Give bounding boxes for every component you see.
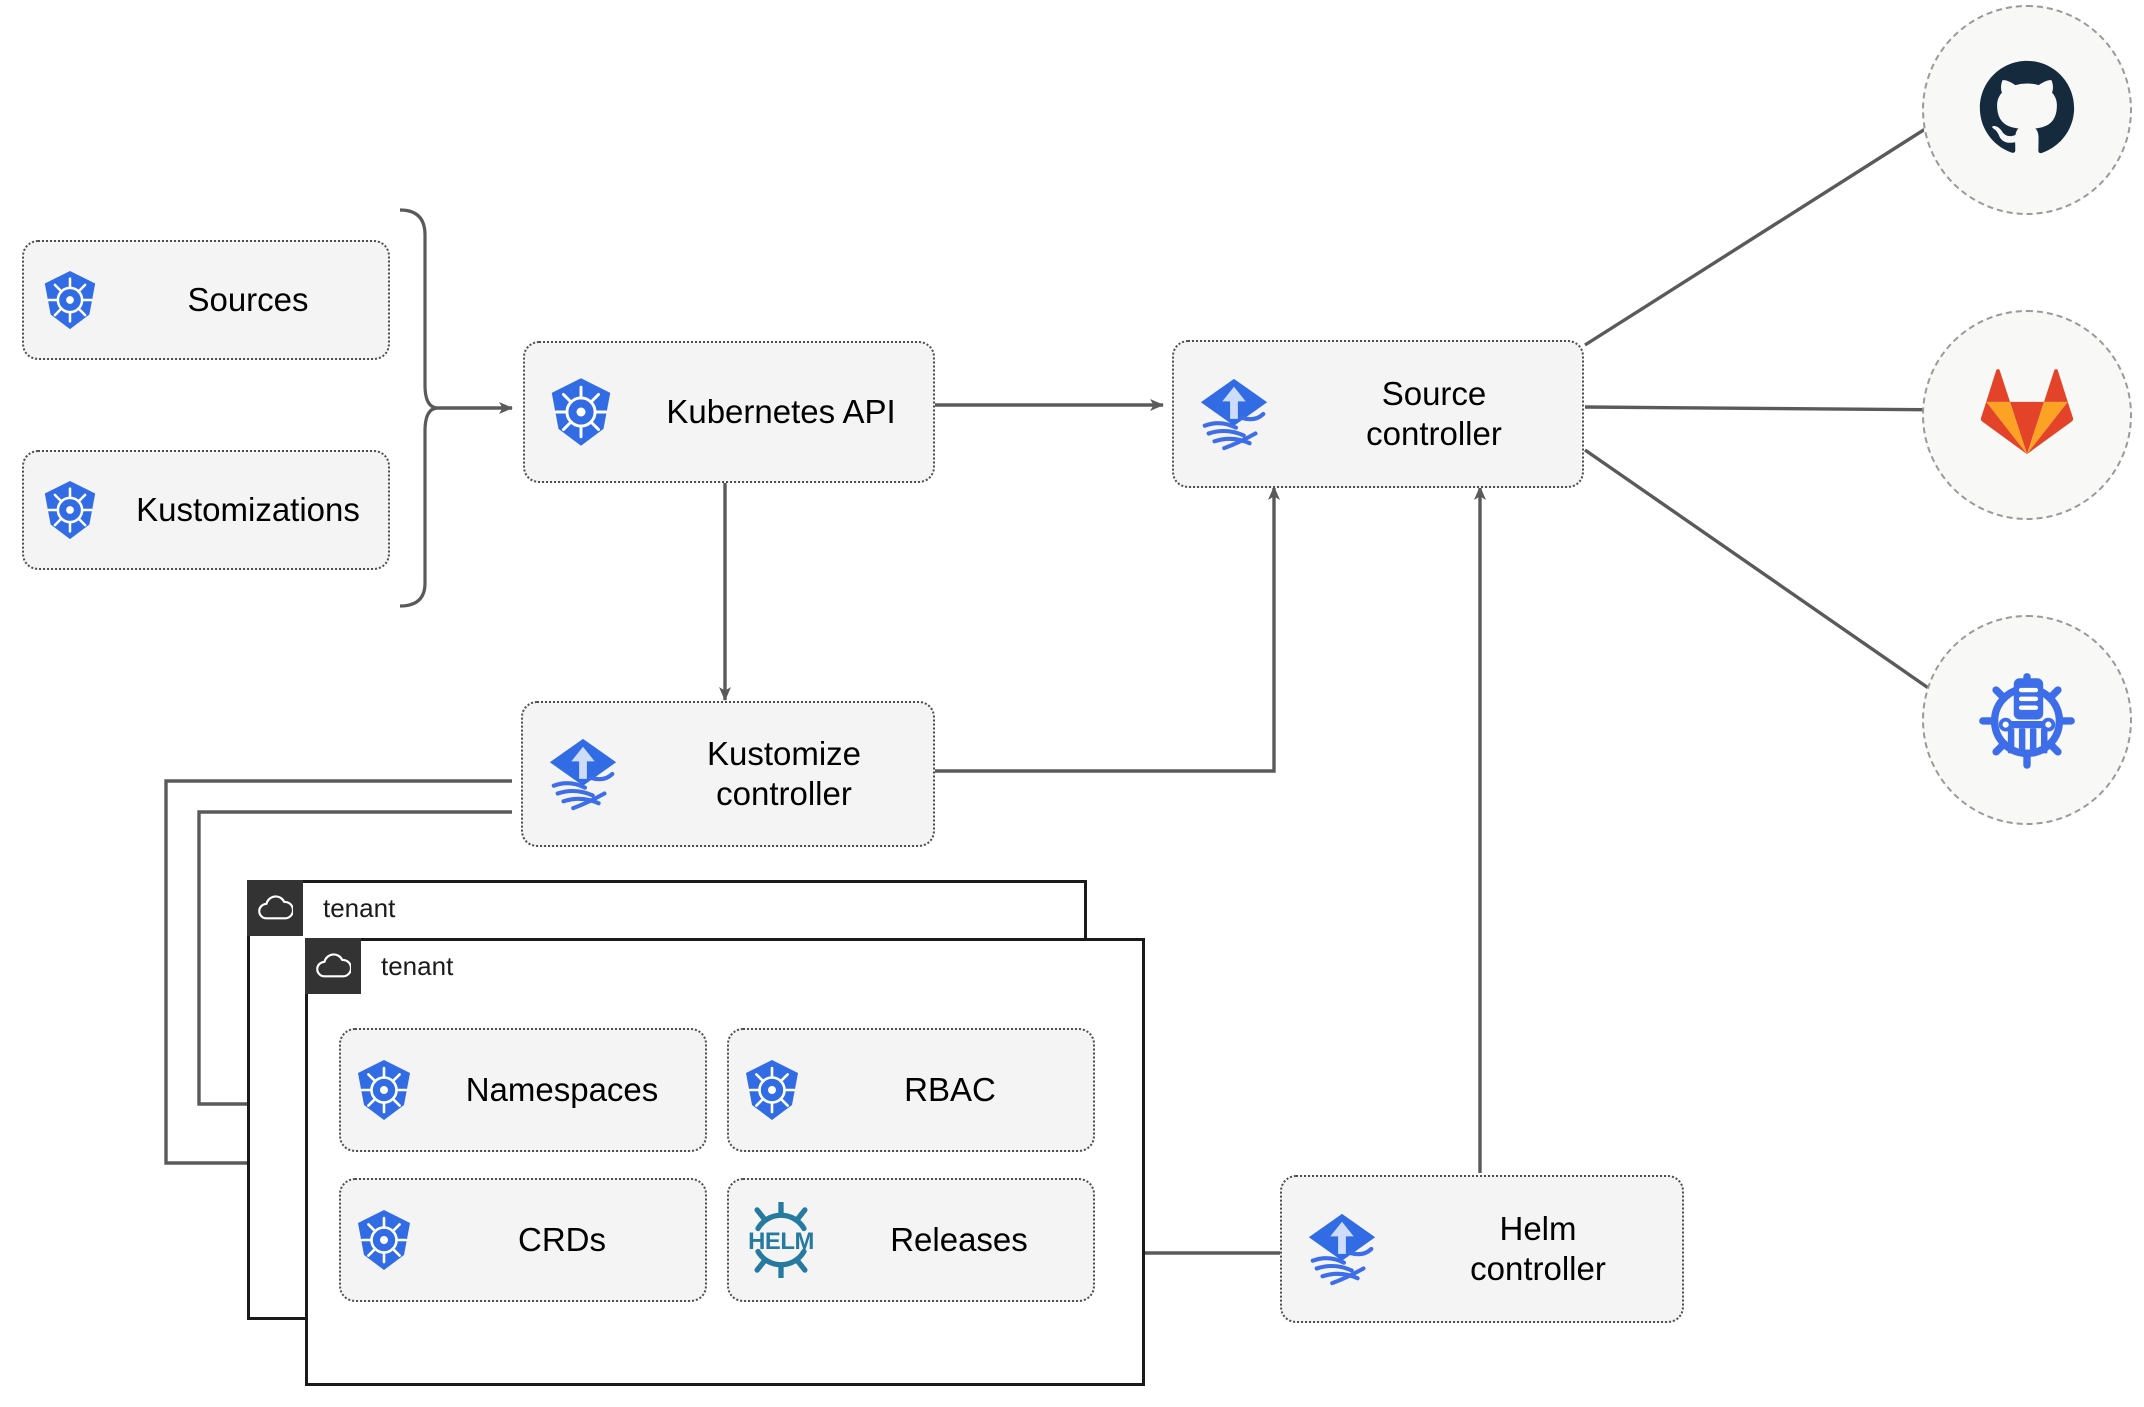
kubernetes-icon <box>729 1058 815 1122</box>
node-kustomize-controller[interactable]: Kustomize controller <box>521 701 935 847</box>
kubernetes-icon <box>341 1208 427 1272</box>
endpoint-gitlab[interactable] <box>1922 310 2132 520</box>
node-label: Source controller <box>1366 374 1502 452</box>
node-rbac[interactable]: RBAC <box>727 1028 1095 1152</box>
node-label: CRDs <box>518 1220 606 1258</box>
node-label: RBAC <box>904 1070 996 1108</box>
svg-text:HELM: HELM <box>748 1228 814 1255</box>
node-label: Helm controller <box>1470 1209 1606 1287</box>
helm-chart-repository-icon <box>1974 665 2080 776</box>
node-helm-controller[interactable]: Helm controller <box>1280 1175 1684 1323</box>
kubernetes-icon <box>24 269 116 331</box>
github-icon <box>1975 56 2079 165</box>
tenant-label: tenant <box>381 950 454 981</box>
cloud-icon <box>305 938 361 994</box>
node-kubernetes-api[interactable]: Kubernetes API <box>523 341 935 483</box>
cloud-icon <box>247 880 303 936</box>
node-label: Kustomize controller <box>706 734 862 812</box>
node-label: Releases <box>890 1220 1028 1258</box>
flux-icon <box>523 735 643 813</box>
helm-icon: HELM <box>729 1202 833 1278</box>
tenant-tab: tenant <box>247 880 395 936</box>
node-namespaces[interactable]: Namespaces <box>339 1028 707 1152</box>
kubernetes-icon <box>341 1058 427 1122</box>
flux-icon <box>1174 375 1294 453</box>
node-label: Kustomizations <box>136 490 360 528</box>
endpoint-helm-repository[interactable] <box>1922 615 2132 825</box>
node-releases[interactable]: HELM Releases <box>727 1178 1095 1302</box>
tenant-label: tenant <box>323 892 396 923</box>
node-label: Sources <box>187 280 309 318</box>
tenant-inner[interactable]: tenant <box>305 938 1145 1386</box>
flux-icon <box>1282 1210 1402 1288</box>
node-sources[interactable]: Sources <box>22 240 390 360</box>
node-kustomizations[interactable]: Kustomizations <box>22 450 390 570</box>
node-source-controller[interactable]: Source controller <box>1172 340 1584 488</box>
endpoint-github[interactable] <box>1922 5 2132 215</box>
tenant-tab: tenant <box>305 938 453 994</box>
kubernetes-icon <box>525 376 637 448</box>
node-label: Kubernetes API <box>666 392 896 430</box>
node-label: Namespaces <box>465 1070 659 1108</box>
kubernetes-icon <box>24 479 116 541</box>
gitlab-icon <box>1975 368 2079 462</box>
node-crds[interactable]: CRDs <box>339 1178 707 1302</box>
